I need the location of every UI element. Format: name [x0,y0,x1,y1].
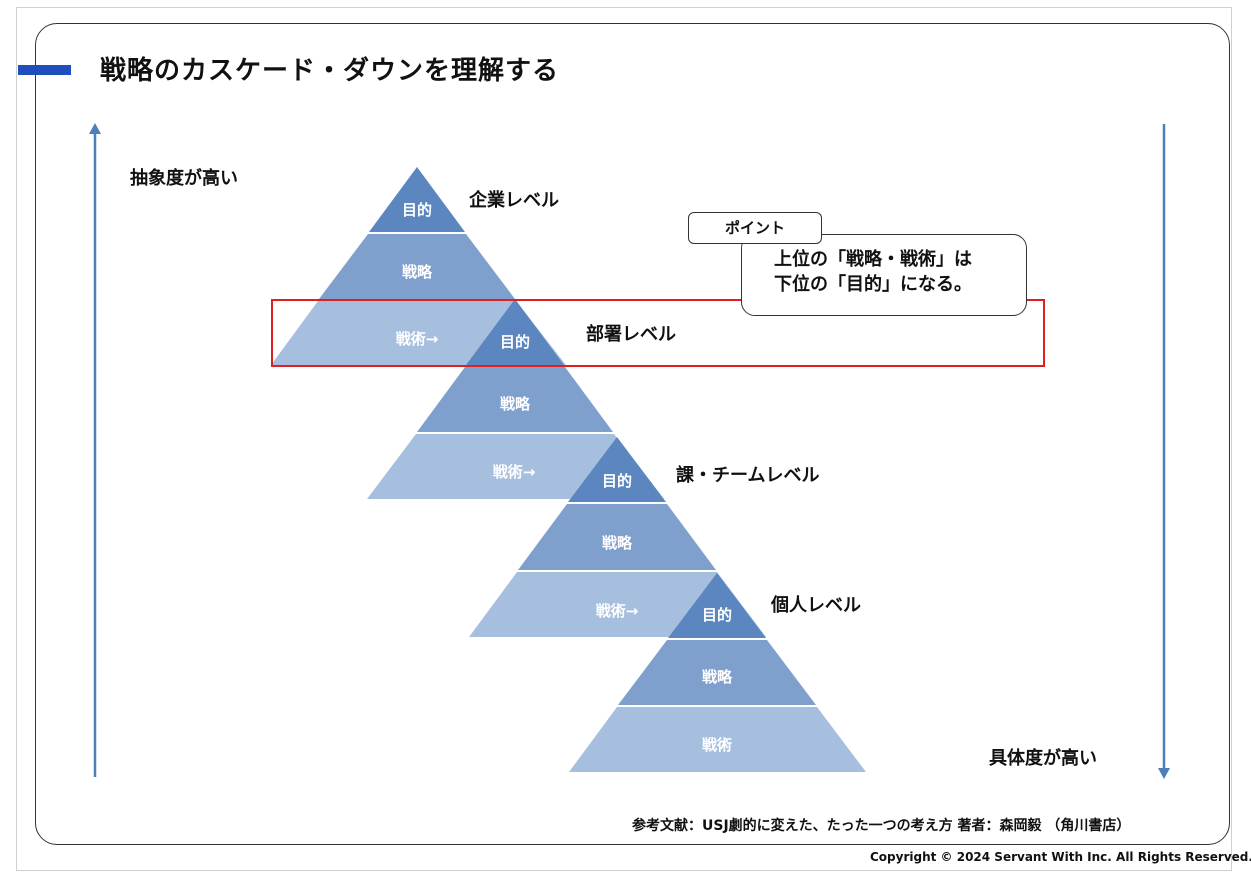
level-label-individual: 個人レベル [771,595,861,616]
strategy-layer [518,504,716,570]
title-accent-bar [18,65,71,75]
purpose-text: 目的 [402,201,432,219]
purpose-layer [568,437,666,502]
strategy-text: 戦略 [702,668,733,686]
strategy-layer [319,234,515,299]
point-tab: ポイント [688,212,822,244]
point-callout: 上位の「戦略・戦術」は 下位の「目的」になる。 [741,234,1027,316]
pyramid-individual: 目的 戦略 戦術 [569,573,866,772]
page-frame [16,7,1232,871]
level-label-department: 部署レベル [586,324,676,345]
level-label-enterprise: 企業レベル [469,190,559,211]
slide-card [35,23,1230,845]
abstract-label: 抽象度が高い [130,168,238,189]
purpose-text: 目的 [500,333,530,351]
reference-note: 参考文献：USJ劇的に変えた、たった一つの考え方 著者：森岡毅 （角川書店） [632,818,1131,834]
up-arrowhead-icon [89,123,101,134]
strategy-layer [618,640,816,705]
tactics-text: 戦術→ [596,602,639,620]
purpose-text: 目的 [702,606,732,624]
tactics-text: 戦術→ [396,330,439,348]
strategy-text: 戦略 [602,534,633,552]
strategy-text: 戦略 [402,263,433,281]
strategy-layer [417,367,613,432]
highlight-box [271,299,1045,367]
page-title: 戦略のカスケード・ダウンを理解する [100,56,560,86]
tactics-layer [569,707,866,772]
level-label-team: 課・チームレベル [676,465,820,486]
tactics-text: 戦術 [702,736,732,754]
strategy-text: 戦略 [500,395,531,413]
purpose-layer [369,167,465,232]
purpose-text: 目的 [602,472,632,490]
purpose-layer [466,299,564,365]
point-line-1: 上位の「戦略・戦術」は [774,249,972,270]
point-line-2: 下位の「目的」になる。 [774,274,972,295]
purpose-layer [668,573,766,638]
pyramid-enterprise: 目的 戦略 戦術→ [271,167,566,365]
concrete-label: 具体度が高い [989,748,1097,769]
copyright: Copyright © 2024 Servant With Inc. All R… [870,850,1251,864]
tactics-text: 戦術→ [493,463,536,481]
down-arrowhead-icon [1158,768,1170,779]
